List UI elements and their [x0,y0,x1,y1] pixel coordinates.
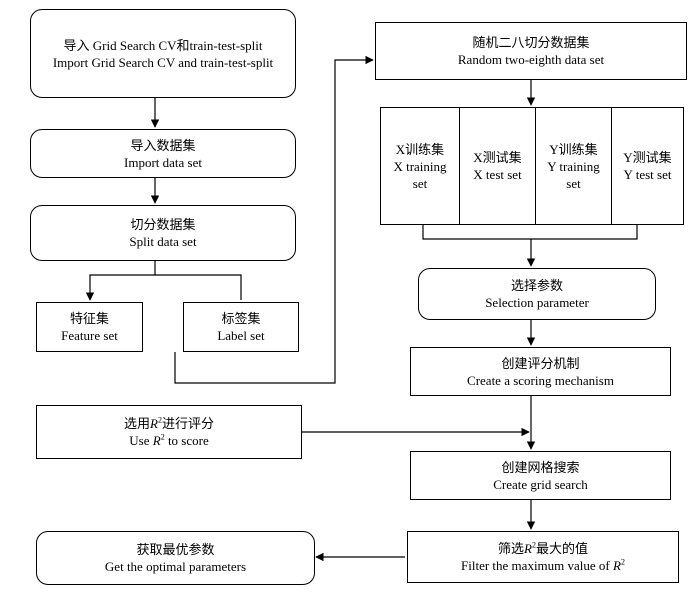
node-grid-search: 创建网格搜索 Create grid search [410,451,671,500]
node-import-data-set-zh: 导入数据集 [130,137,196,153]
node-scoring-mechanism-en: Create a scoring mechanism [467,372,614,388]
node-label-set: 标签集 Label set [183,302,299,352]
node-feature-set-en: Feature set [61,328,118,343]
node-import-grid-search-zh: 导入 Grid Search CV和train-test-split [63,37,263,53]
node-get-optimal-parameters-zh: 获取最优参数 [136,542,215,557]
node-use-r2-zh: 选用R2进行评分 [124,415,214,431]
cell-y-test-set-zh: Y测试集 [623,150,672,165]
node-get-optimal-parameters: 获取最优参数 Get the optimal parameters [36,531,315,585]
node-grid-search-en: Create grid search [493,476,588,492]
cell-x-test-set: X测试集 X test set [459,108,535,224]
node-selection-parameter-zh: 选择参数 [510,278,563,293]
connector-sets-merge [174,55,374,384]
node-filter-max-r2-en: Filter the maximum value of R2 [461,557,625,573]
node-import-data-set-en: Import data set [124,154,202,170]
cell-x-training-set-zh: X训练集 [395,141,445,157]
node-use-r2: 选用R2进行评分 Use R2 to score [36,405,302,459]
cell-y-test-set-en: Y test set [623,167,672,182]
node-random-split-en: Random two-eighth data set [457,52,605,67]
node-filter-max-r2-zh: 筛选R2最大的值 [498,540,588,556]
cell-y-test-set: Y测试集 Y test set [611,108,683,224]
node-import-data-set: 导入数据集 Import data set [30,129,296,178]
cell-x-training-set-en: X training [393,158,447,174]
cell-y-training-set: Y训练集 Y training set [535,108,611,224]
node-label-set-en: Label set [217,328,265,343]
node-import-grid-search: 导入 Grid Search CV和train-test-split Impor… [30,9,296,98]
node-scoring-mechanism: 创建评分机制 Create a scoring mechanism [410,347,671,396]
node-feature-set-zh: 特征集 [69,311,109,326]
cell-x-training-set: X训练集 X training set [381,108,459,224]
node-random-split-zh: 随机二八切分数据集 [472,35,590,50]
node-data-subsets: X训练集 X training set X测试集 X test set Y训练集… [380,107,684,225]
cell-y-training-set-en: Y training [547,158,600,174]
cell-y-training-set-zh: Y训练集 [549,141,598,157]
node-random-split: 随机二八切分数据集 Random two-eighth data set [375,22,687,80]
cell-x-test-set-en: X test set [473,167,522,182]
node-grid-search-zh: 创建网格搜索 [501,459,580,475]
cell-y-training-set-en2: set [566,175,581,191]
node-scoring-mechanism-zh: 创建评分机制 [501,355,580,371]
node-split-data-set-en: Split data set [129,234,197,249]
connector-split-fork-right [155,274,242,300]
node-import-grid-search-en: Import Grid Search CV and train-test-spl… [52,54,274,70]
node-selection-parameter: 选择参数 Selection parameter [418,268,656,320]
cell-x-test-set-zh: X测试集 [473,150,522,165]
node-split-data-set: 切分数据集 Split data set [30,205,296,261]
node-feature-set: 特征集 Feature set [36,302,143,352]
connector-sets-bracket [422,225,638,240]
node-label-set-zh: 标签集 [221,311,261,326]
node-use-r2-en: Use R2 to score [129,432,209,448]
node-selection-parameter-en: Selection parameter [485,295,589,310]
cell-x-training-set-en2: set [412,175,428,191]
node-split-data-set-zh: 切分数据集 [130,217,196,232]
node-filter-max-r2: 筛选R2最大的值 Filter the maximum value of R2 [407,531,679,583]
node-get-optimal-parameters-en: Get the optimal parameters [104,559,247,574]
connector-split-fork [85,261,156,301]
